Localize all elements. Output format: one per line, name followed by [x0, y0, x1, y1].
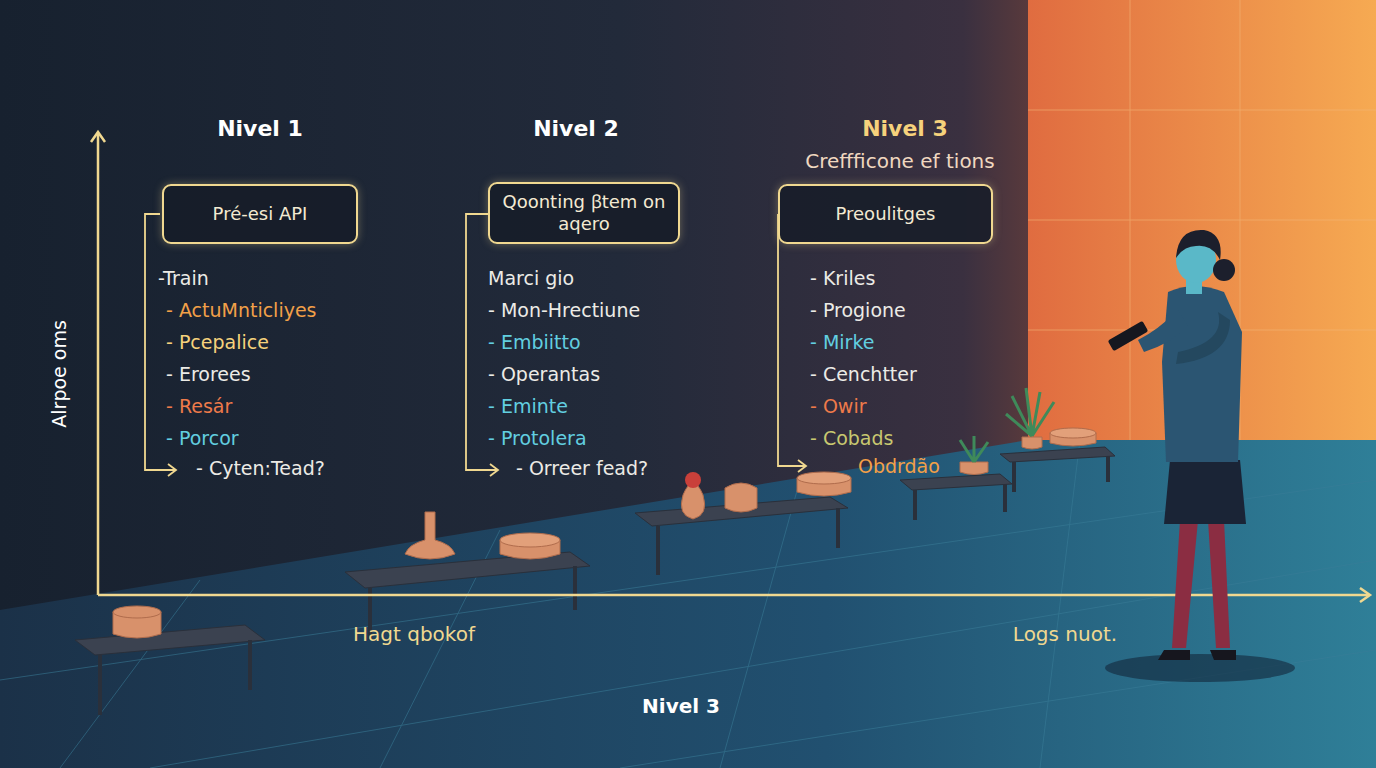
list-item: - Erorees — [166, 364, 251, 386]
axis-label: Hagt qbokof — [353, 623, 475, 646]
level-heading: Nivel 2 — [533, 116, 619, 141]
list-item: - Mon-Hrectiune — [488, 300, 640, 322]
level-box: Qoonting ꞵtem on aqero — [488, 182, 680, 244]
box-title: Qoonting ꞵtem on aqero — [502, 191, 666, 234]
box-title: Pré-esi API — [213, 203, 308, 225]
list-item: - Embiitto — [488, 332, 581, 354]
list-item: - Operantas — [488, 364, 600, 386]
list-item: - Owir — [810, 396, 866, 418]
list-item: -Train — [158, 268, 209, 290]
list-item: - Mirke — [810, 332, 874, 354]
list-item: - ActuMnticliyes — [166, 300, 317, 322]
list-item: - Cobads — [810, 428, 893, 450]
list-item: - Pcepalice — [166, 332, 269, 354]
level-box: Preoulitges — [778, 184, 993, 244]
level-heading: Creffficone ef tions — [805, 150, 994, 173]
box-title: Preoulitges — [836, 203, 936, 225]
list-item: - Eminte — [488, 396, 568, 418]
axis-label: Logs nuot. — [1013, 623, 1117, 646]
level-heading: Nivel 3 — [862, 116, 948, 141]
axis-label: Alrpoe oms — [49, 320, 71, 428]
list-item: - Porcor — [166, 428, 239, 450]
list-item: - Progione — [810, 300, 906, 322]
list-item: Obdrdão — [858, 456, 940, 478]
level-box: Pré-esi API — [162, 184, 358, 244]
list-item: - Orreer fead? — [516, 458, 648, 480]
list-item: Marci gio — [488, 268, 574, 290]
list-item: - Resár — [166, 396, 232, 418]
level-heading: Nivel 1 — [217, 116, 303, 141]
axis-label: Nivel 3 — [642, 695, 720, 718]
list-item: - Protolera — [488, 428, 587, 450]
list-item: - Cenchtter — [810, 364, 917, 386]
list-item: - Cyten:Tead? — [196, 458, 325, 480]
list-item: - Kriles — [810, 268, 875, 290]
